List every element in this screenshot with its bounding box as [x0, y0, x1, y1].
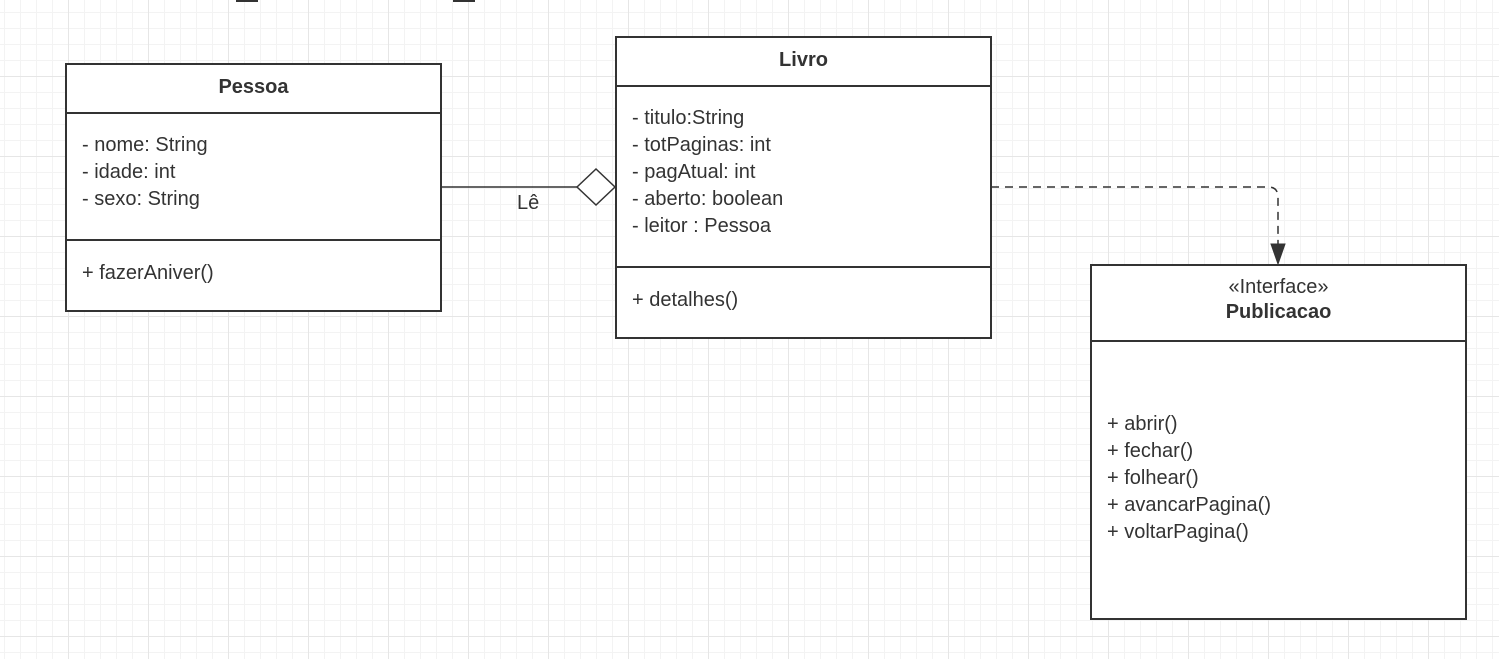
class-pessoa-methods: + fazerAniver() — [67, 241, 440, 287]
association-label[interactable]: Lê — [517, 192, 540, 214]
interface-stereotype: «Interface» — [1228, 276, 1329, 298]
class-pessoa-name: Pessoa — [67, 65, 440, 114]
realization-arrowhead — [1270, 243, 1286, 266]
interface-publicacao-methods: + abrir() + fechar() + folhear() + avanc… — [1092, 342, 1465, 546]
attribute-nome: - nome: String — [82, 134, 208, 156]
method-abrir: + abrir() — [1107, 413, 1178, 435]
method-fechar: + fechar() — [1107, 440, 1194, 462]
method-folhear: + folhear() — [1107, 467, 1199, 489]
toolbar-mark — [236, 0, 258, 2]
attribute-totpaginas: - totPaginas: int — [632, 134, 771, 156]
class-livro-attributes: - titulo:String - totPaginas: int - pagA… — [617, 87, 990, 268]
attribute-pagatual: - pagAtual: int — [632, 161, 756, 183]
realization-line[interactable] — [991, 186, 1279, 245]
class-livro-methods: + detalhes() — [617, 268, 990, 314]
aggregation-diamond[interactable] — [575, 167, 617, 207]
class-livro[interactable]: Livro - titulo:String - totPaginas: int … — [615, 36, 992, 339]
attribute-aberto: - aberto: boolean — [632, 188, 784, 210]
attribute-leitor: - leitor : Pessoa — [632, 215, 771, 237]
interface-publicacao-name: Publicacao — [1225, 301, 1332, 323]
method-avancarpagina: + avancarPagina() — [1107, 494, 1271, 516]
attribute-titulo: - titulo:String — [632, 107, 745, 129]
class-livro-name: Livro — [617, 38, 990, 87]
method-fazeraniver: + fazerAniver() — [82, 262, 214, 284]
method-detalhes: + detalhes() — [632, 289, 739, 311]
toolbar-mark — [453, 0, 475, 2]
interface-publicacao[interactable]: «Interface» Publicacao + abrir() + fecha… — [1090, 264, 1467, 620]
class-pessoa[interactable]: Pessoa - nome: String - idade: int - sex… — [65, 63, 442, 312]
attribute-idade: - idade: int — [82, 161, 176, 183]
attribute-sexo: - sexo: String — [82, 188, 200, 210]
interface-publicacao-header: «Interface» Publicacao — [1092, 266, 1465, 342]
method-voltarpagina: + voltarPagina() — [1107, 521, 1249, 543]
class-pessoa-attributes: - nome: String - idade: int - sexo: Stri… — [67, 114, 440, 241]
